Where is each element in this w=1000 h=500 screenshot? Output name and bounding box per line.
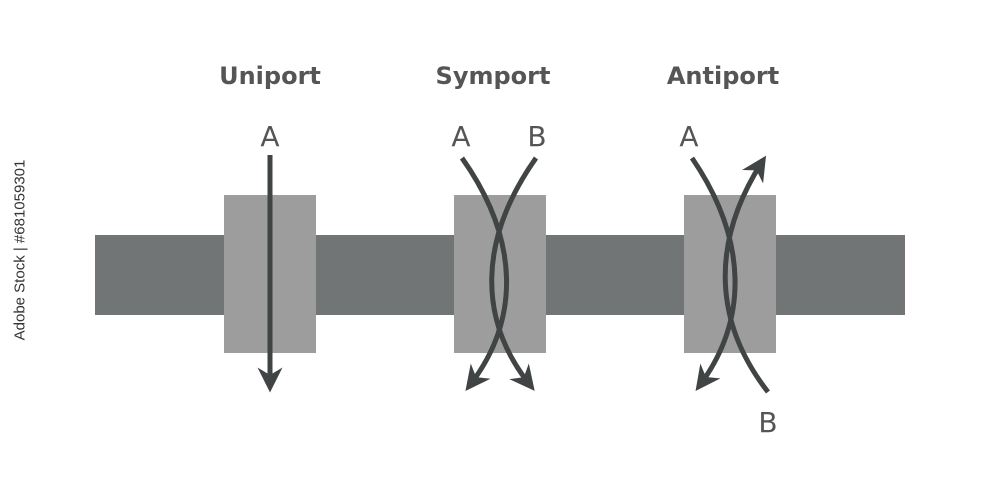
antiport-title: Antiport: [667, 62, 779, 90]
uniport-label-a: A: [260, 120, 279, 153]
stock-id-text: Adobe Stock | #681059301: [11, 159, 29, 341]
antiport-arrow-a: [689, 156, 738, 392]
uniport-title: Uniport: [219, 62, 321, 90]
symport-title: Symport: [436, 62, 551, 90]
symport-arrow-b: [489, 156, 539, 391]
symport-label-a: A: [451, 120, 470, 153]
antiport-label-b: B: [758, 406, 777, 439]
symport-label-b: B: [527, 120, 546, 153]
symport-arrow-a: [459, 156, 510, 391]
antiport-label-a: A: [679, 120, 698, 153]
antiport-arrow-b: [722, 155, 770, 394]
